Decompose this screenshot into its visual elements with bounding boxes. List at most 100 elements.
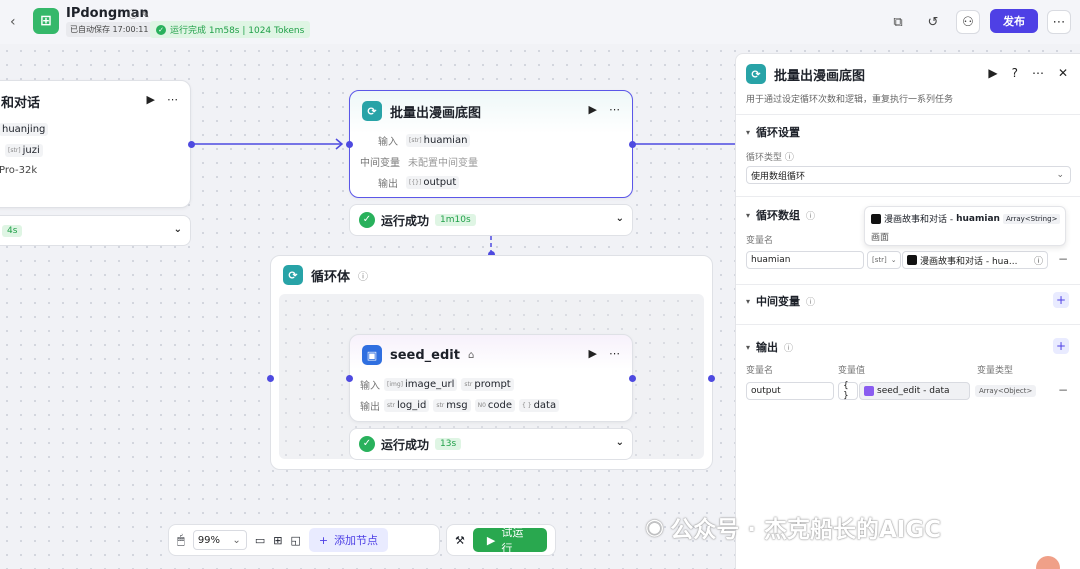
left-status-bar[interactable]: 4s ⌄ [0,215,191,246]
status-text: 运行成功 [381,437,430,452]
chevron-down-icon[interactable]: ⌄ [615,213,624,224]
loop-input-port[interactable] [267,375,274,382]
var-ref-text: 漫画故事和对话 - hua... [920,256,1018,267]
var-name-input[interactable]: huamian [746,251,864,269]
info-icon[interactable]: ⓘ [784,343,794,354]
mouse-mode-icon[interactable]: 🖱 [177,532,185,548]
mid-var-value: 未配置中间变量 [408,158,478,169]
output-type-selector[interactable]: { } [838,381,858,401]
chevron-down-icon[interactable]: ⌄ [615,437,624,448]
info-icon[interactable]: ⓘ [358,271,369,283]
more-icon[interactable]: ⋯ [167,93,178,106]
section-loop-settings[interactable]: ▾ 循环设置 [746,124,800,140]
info-icon[interactable]: ⓘ [806,211,816,222]
section-title: 循环数组 [756,209,801,222]
play-icon[interactable]: ▶ [588,347,597,360]
info-icon[interactable]: ⓘ [806,297,816,308]
more-icon[interactable]: ⋯ [609,347,620,360]
add-node-label: 添加节点 [334,534,379,547]
help-icon[interactable]: ? [1011,66,1018,80]
add-output-button[interactable]: + [1053,338,1069,354]
test-run-button[interactable]: ▶试运行 [472,526,547,555]
batch-loop-node[interactable]: ⟳批量出漫画底图 ▶⋯ 输入[str]huamian 中间变量未配置中间变量 输… [349,90,633,198]
var-ref-field[interactable]: 漫画故事和对话 - hua... ⓘ [902,251,1048,269]
output-ref-text: seed_edit - data [877,386,950,396]
output-label: 输出 [378,179,398,190]
play-icon: ▶ [486,533,496,547]
add-mid-var-button[interactable]: + [1053,292,1069,308]
zoom-select[interactable]: 99% ⌄ [192,530,247,550]
info-edit-icons[interactable]: ⓘ ✎ [128,10,150,21]
chevron-down-icon: ⌄ [890,256,897,264]
mid-var-label: 中间变量 [360,158,400,169]
more-menu-icon[interactable]: ⋯ [1047,10,1071,34]
output-port[interactable] [629,375,636,382]
info-icon[interactable]: ⓘ [1033,256,1043,267]
add-node-button[interactable]: +添加节点 [308,528,389,552]
input-port[interactable] [346,375,353,382]
avatar[interactable] [1036,556,1060,569]
loop-output-port[interactable] [708,375,715,382]
llm-icon [907,255,917,265]
output-port[interactable] [188,141,195,148]
type-tag: { } [522,402,532,409]
param-value: juzi [22,145,40,156]
remove-icon[interactable]: − [1058,383,1069,397]
section-loop-array[interactable]: ▾ 循环数组 ⓘ [746,207,815,223]
var-type-select[interactable]: [str]⌄ [867,251,901,269]
node-actions: ▶⋯ [147,93,178,106]
param-tag: [{}]output [406,176,460,189]
seed-status-bar[interactable]: ✓ 运行成功 13s ⌄ [349,428,633,460]
output-name-input[interactable]: output [746,382,834,400]
play-icon[interactable]: ▶ [988,66,998,80]
publish-button[interactable]: 发布 [990,9,1038,33]
back-arrow-icon[interactable]: ‹ [10,14,16,30]
play-icon[interactable]: ▶ [146,93,155,106]
more-icon[interactable]: ⋯ [609,103,620,116]
story-dialogue-node[interactable]: 和对话 ▶⋯ huanjing [str]juzi Pro-32k [0,80,191,208]
chevron-down-icon: ⌄ [1056,170,1064,180]
col-type-header: 变量类型 [977,366,1014,376]
loop-body-title: 循环体 [311,269,351,285]
close-icon[interactable]: ✕ [1057,66,1068,80]
param-value: huamian [423,135,468,146]
zoom-value: 99% [197,534,221,546]
check-icon: ✓ [156,24,166,35]
chevron-down-icon[interactable]: ⌄ [173,224,182,235]
type-tag: [{}] [409,179,422,186]
output-port[interactable] [629,141,636,148]
section-title: 循环设置 [756,126,801,139]
loop-type-select[interactable]: 使用数组循环⌄ [746,166,1071,184]
debug-icon[interactable]: ⚒ [455,533,465,547]
output-ref-field[interactable]: seed_edit - data [859,382,970,400]
more-icon[interactable]: ⋯ [1031,66,1044,80]
loop-port[interactable] [488,251,495,258]
node-title: seed_edit [390,347,460,363]
status-duration: 13s [435,438,462,450]
status-duration: 4s [2,224,23,237]
chevron-down-icon: ⌄ [232,534,241,546]
type-tag: str [436,402,445,409]
history-icon[interactable]: ↺ [927,14,939,30]
top-bar: ‹ ⊞ IPdongman ⓘ ✎ 已自动保存 17:00:11 ✓运行完成 1… [0,0,1080,44]
batch-status-bar[interactable]: ✓ 运行成功 1m10s ⌄ [349,204,633,236]
remove-icon[interactable]: − [1058,252,1069,266]
param-value: msg [446,400,468,411]
chevron-down-icon: ▾ [746,127,751,137]
collaborators-icon[interactable]: ⚇ [956,10,980,34]
param-value: image_url [405,379,455,390]
layout-icon[interactable]: ⊞ [273,533,283,547]
node-title: 和对话 [1,96,41,111]
minimap-icon[interactable]: ◱ [290,533,301,547]
comment-icon[interactable]: ▭ [254,533,266,547]
chevron-down-icon: ▾ [746,210,751,220]
type-tag: [img] [387,381,404,388]
tooltip-type: Array<String> [1002,213,1061,224]
play-icon[interactable]: ▶ [588,103,597,116]
copy-icon[interactable]: ⧉ [893,14,903,30]
input-port[interactable] [346,141,353,148]
plugin-icon: ⌂ [467,349,475,361]
